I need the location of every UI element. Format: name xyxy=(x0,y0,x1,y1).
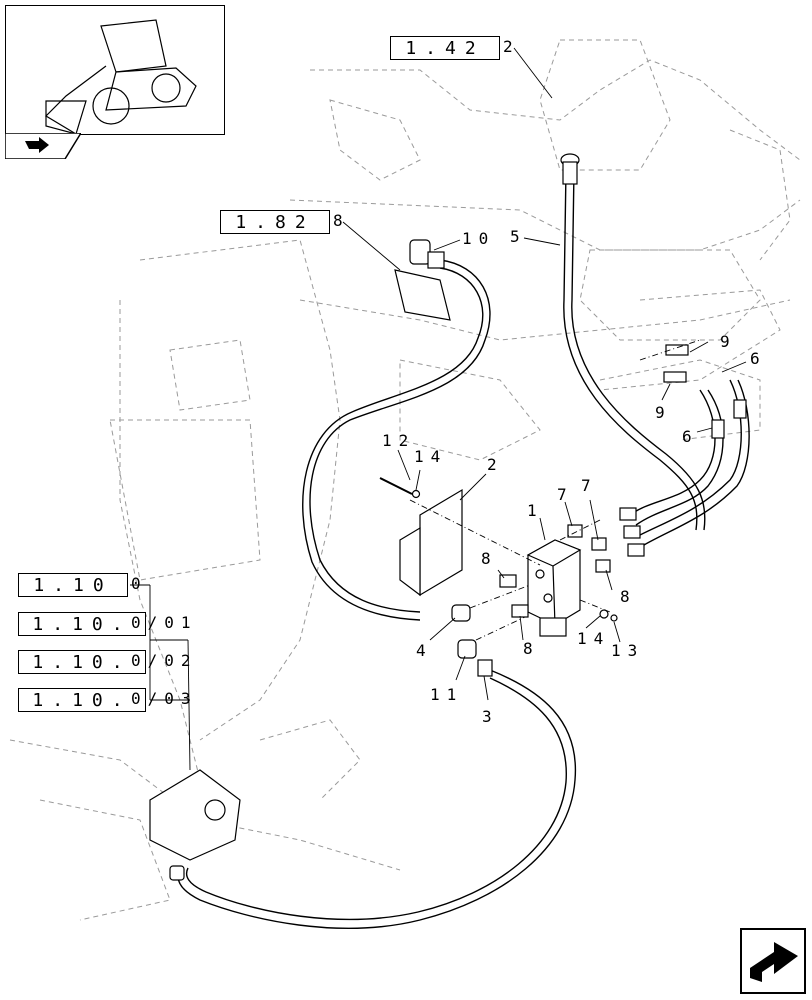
callout-8-bottom: 8 xyxy=(523,639,540,658)
callout-10: 10 xyxy=(462,229,496,248)
callout-13: 13 xyxy=(611,641,645,660)
pump xyxy=(149,769,241,861)
callout-8-right: 8 xyxy=(620,587,637,606)
back-button[interactable] xyxy=(4,132,83,160)
ref-suffix-1-10-02: 0/02 xyxy=(131,651,198,670)
assembly-lines xyxy=(409,339,701,641)
callout-1: 1 xyxy=(527,501,544,520)
ref-box-1-10-01[interactable]: 1.10. xyxy=(18,612,146,636)
ref-box-1-10-02[interactable]: 1.10. xyxy=(18,650,146,674)
callout-9-mid: 9 xyxy=(655,403,672,422)
callout-3: 3 xyxy=(482,707,499,726)
ref-suffix-1-10-01: 0/01 xyxy=(131,613,198,632)
callout-12: 12 xyxy=(382,431,416,450)
callout-4: 4 xyxy=(416,641,433,660)
callout-6-mid: 6 xyxy=(682,427,699,446)
ref-box-1-10[interactable]: 1.10 xyxy=(18,573,128,597)
components xyxy=(149,153,747,881)
back-arrow-icon xyxy=(4,132,83,160)
loader-thumbnail xyxy=(5,5,225,135)
next-page-icon xyxy=(740,928,806,994)
loader-thumbnail-icon xyxy=(45,19,197,135)
leader-lines xyxy=(130,47,747,771)
callout-9-top: 9 xyxy=(720,332,737,351)
machine-outline xyxy=(9,39,801,921)
ref-box-1-42[interactable]: 1.42 xyxy=(390,36,500,60)
callout-8-left: 8 xyxy=(481,549,498,568)
callout-6-top: 6 xyxy=(750,349,767,368)
ref-suffix-1-82: 8 xyxy=(333,211,350,230)
callout-14-top: 14 xyxy=(414,447,448,466)
hoses xyxy=(177,169,750,929)
ref-box-1-82[interactable]: 1.82 xyxy=(220,210,330,234)
ref-suffix-1-42: 2 xyxy=(503,37,520,56)
bracket xyxy=(419,488,463,597)
callout-7-left: 7 xyxy=(557,485,574,504)
callout-2: 2 xyxy=(487,455,504,474)
callout-11: 11 xyxy=(430,685,464,704)
callout-5: 5 xyxy=(510,227,527,246)
ref-suffix-1-10-03: 0/03 xyxy=(131,689,198,708)
next-page-button[interactable] xyxy=(740,928,806,994)
callout-7-right: 7 xyxy=(581,476,598,495)
callout-14-bottom: 14 xyxy=(577,629,611,648)
ref-box-1-10-03[interactable]: 1.10. xyxy=(18,688,146,712)
ref-suffix-1-10: 0 xyxy=(131,574,148,593)
